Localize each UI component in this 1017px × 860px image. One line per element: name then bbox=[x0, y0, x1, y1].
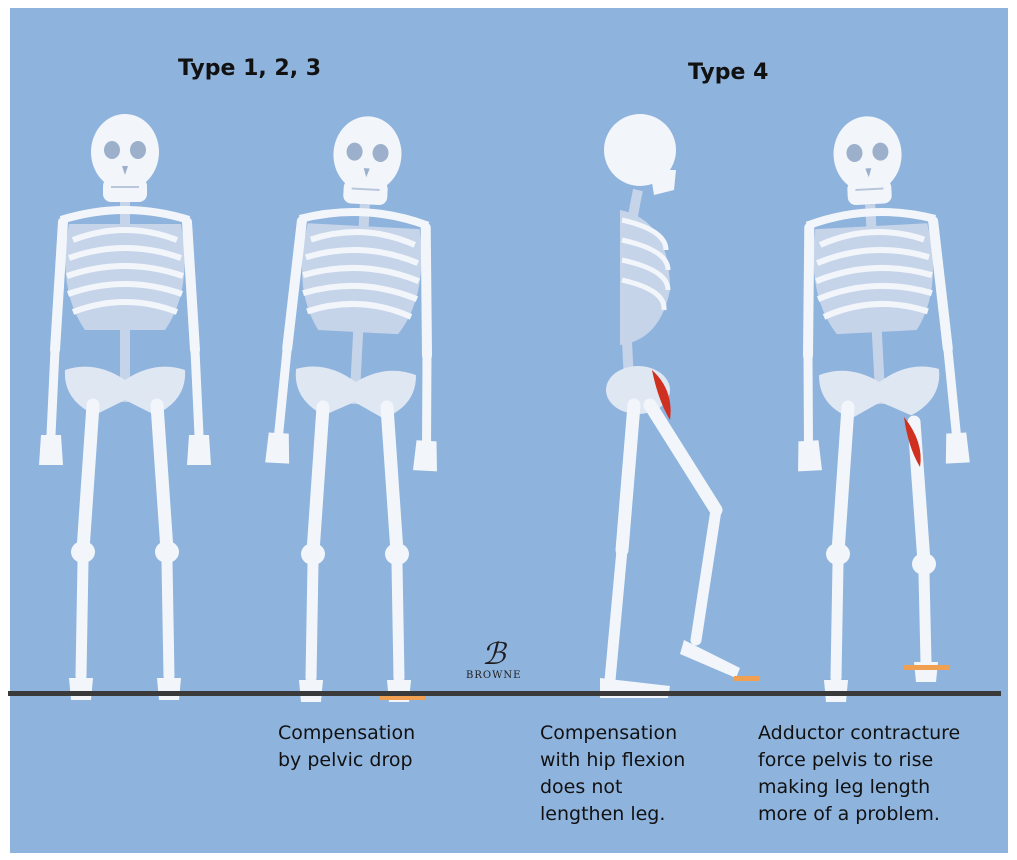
caption-figure-3: Compensation with hip flexion does not l… bbox=[540, 720, 685, 828]
caption-line: with hip flexion bbox=[540, 747, 685, 774]
signature-monogram: ℬ bbox=[466, 640, 521, 670]
skeleton-figure-1 bbox=[15, 90, 235, 730]
skeleton-figure-3 bbox=[520, 90, 760, 730]
caption-figure-2: Compensation by pelvic drop bbox=[278, 720, 415, 774]
heading-type-1-2-3: Type 1, 2, 3 bbox=[178, 56, 321, 81]
caption-line: making leg length bbox=[758, 774, 960, 801]
caption-line: Adductor contracture bbox=[758, 720, 960, 747]
shoe-lift-4 bbox=[904, 665, 950, 670]
skeleton-figure-4 bbox=[770, 92, 990, 732]
caption-line: Compensation bbox=[278, 720, 415, 747]
caption-line: by pelvic drop bbox=[278, 747, 415, 774]
skeleton-figure-2 bbox=[245, 92, 465, 732]
caption-figure-4: Adductor contracture force pelvis to ris… bbox=[758, 720, 960, 828]
caption-line: Compensation bbox=[540, 720, 685, 747]
caption-line: lengthen leg. bbox=[540, 801, 685, 828]
shoe-lift-3 bbox=[734, 676, 760, 681]
ground-line bbox=[8, 691, 1001, 696]
caption-line: does not bbox=[540, 774, 685, 801]
caption-line: more of a problem. bbox=[758, 801, 960, 828]
heading-type-4: Type 4 bbox=[688, 60, 768, 85]
artist-signature: ℬ BROWNE bbox=[466, 640, 521, 681]
caption-line: force pelvis to rise bbox=[758, 747, 960, 774]
signature-name: BROWNE bbox=[466, 670, 521, 681]
